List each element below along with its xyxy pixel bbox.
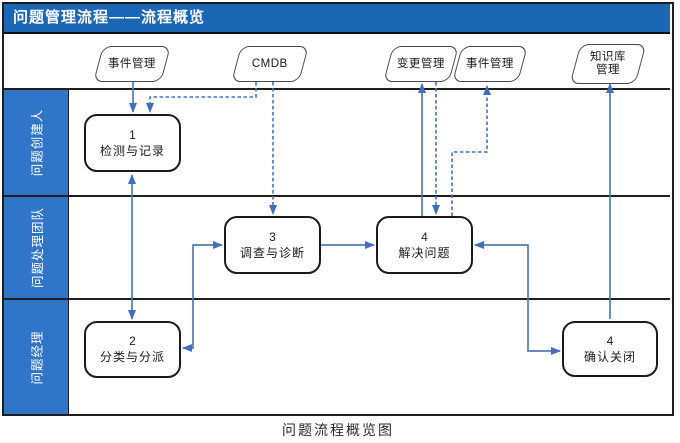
lane-label: 问题处理团队 xyxy=(30,206,45,289)
step-number: 3 xyxy=(269,229,276,244)
step-number: 4 xyxy=(421,229,428,244)
step-number: 1 xyxy=(129,127,136,142)
step-resolve-problem: 4 解决问题 xyxy=(376,216,473,274)
lane-label: 问题创建人 xyxy=(30,108,45,177)
lane-label: 问题经理 xyxy=(30,329,45,385)
step-label: 确认关闭 xyxy=(583,349,636,364)
lane-problem-handling-team: 问题处理团队 xyxy=(4,197,68,298)
step-label: 分类与分派 xyxy=(99,350,165,364)
page-title: 问题管理流程——流程概览 xyxy=(13,9,206,26)
step-label: 解决问题 xyxy=(398,245,451,260)
step-confirm-closure: 4 确认关闭 xyxy=(562,321,658,377)
step-number: 4 xyxy=(606,333,614,348)
lane-divider-1 xyxy=(4,195,670,197)
external-label: CMDB xyxy=(252,57,288,70)
external-label: 事件管理 xyxy=(466,57,514,70)
external-label: 知识库管理 xyxy=(590,51,626,76)
external-knowledge-base-mgmt: 知识库管理 xyxy=(569,44,647,84)
diagram-caption: 问题流程概览图 xyxy=(282,424,394,439)
lane-label-column-border xyxy=(67,90,69,414)
external-incident-mgmt-right: 事件管理 xyxy=(452,46,528,82)
step-label: 调查与诊断 xyxy=(239,245,305,260)
external-label: 变更管理 xyxy=(397,57,445,70)
external-cmdb: CMDB xyxy=(231,46,309,82)
lane-problem-manager: 问题经理 xyxy=(4,300,68,414)
diagram-header: 问题管理流程——流程概览 xyxy=(4,4,670,34)
external-change-mgmt: 变更管理 xyxy=(383,46,459,82)
lane-divider-2 xyxy=(4,298,670,300)
step-number: 2 xyxy=(129,334,136,348)
lane-problem-creator: 问题创建人 xyxy=(4,90,68,195)
step-label: 检测与记录 xyxy=(99,143,165,158)
step-investigate-and-diagnose: 3 调查与诊断 xyxy=(224,216,321,274)
step-detect-and-record: 1 检测与记录 xyxy=(84,114,181,172)
external-incident-mgmt-left: 事件管理 xyxy=(93,46,171,82)
lane-region-top-line xyxy=(4,88,670,90)
step-classify-and-assign: 2 分类与分派 xyxy=(84,321,181,378)
external-label: 事件管理 xyxy=(108,57,156,70)
